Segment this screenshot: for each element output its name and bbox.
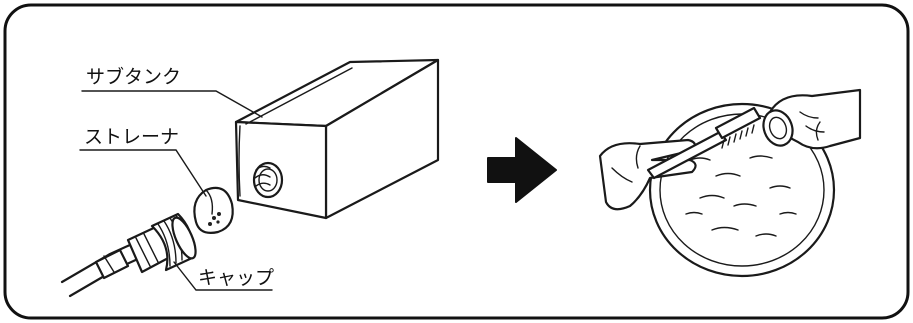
- label-subtank: サブタンク: [86, 65, 181, 88]
- strainer: [193, 186, 234, 234]
- label-strainer: ストレーナ: [84, 126, 179, 148]
- cleaning-scene: [598, 88, 862, 278]
- leader-lines: [79, 90, 273, 291]
- hose-cap: [60, 212, 197, 298]
- subtank: [234, 58, 440, 220]
- frame-border: [3, 3, 910, 320]
- right-arrow-icon: [487, 137, 557, 203]
- label-cap: キャップ: [198, 267, 274, 289]
